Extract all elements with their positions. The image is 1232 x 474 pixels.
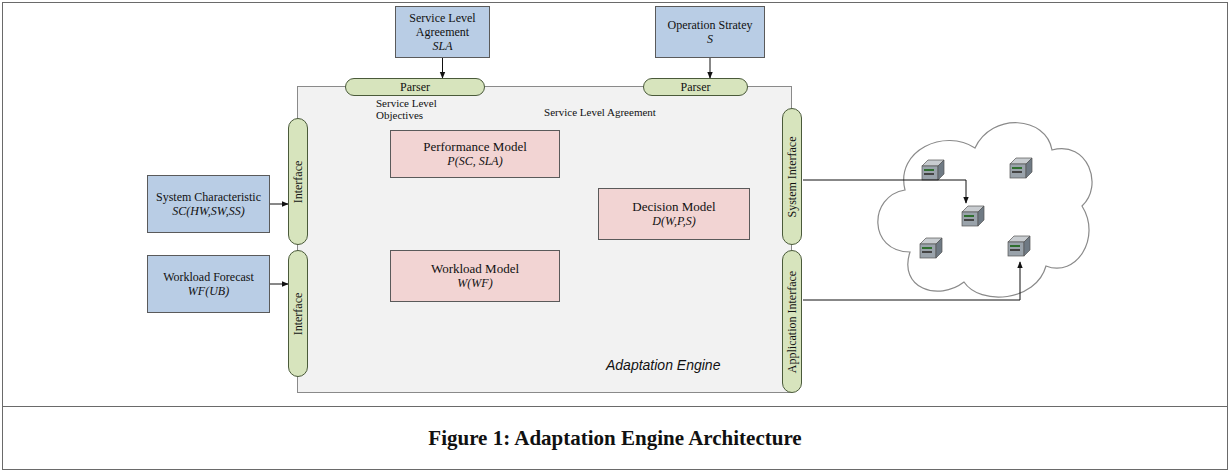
edge-label: Service Level Agreement: [530, 106, 670, 118]
node-text: Workload Model: [431, 262, 519, 276]
engine-container: Adaptation EngineParserParserInterfacePe…: [297, 86, 792, 393]
formula-text: P(SC, SLA): [447, 154, 502, 168]
formula-text: WF(UB): [188, 284, 229, 298]
node-text: Parser: [400, 80, 430, 94]
model-box: Performance ModelP(SC, SLA): [390, 130, 560, 178]
input-box: Workload ForecastWF(UB): [147, 255, 270, 313]
node-text: Workload Forecast: [163, 270, 254, 284]
parser-pill: Parser: [643, 78, 748, 96]
container-title: Adaptation Engine: [606, 357, 720, 373]
node-text: Interface: [291, 292, 306, 335]
node-text: System Characteristic: [156, 190, 261, 204]
connector-arrow: [442, 58, 443, 78]
edge-label: Service Level Objectives: [376, 97, 468, 121]
strategy-box: Operation StrateyS: [655, 6, 765, 58]
interface-pill: Interface: [288, 118, 308, 245]
node-text: Parser: [681, 80, 711, 94]
input-box: System CharacteristicSC(HW,SW,SS): [147, 175, 270, 233]
formula-text: S: [707, 32, 713, 46]
formula-text: W(WF): [457, 276, 492, 290]
sla-box: Service Level AgreementSLA: [395, 6, 490, 58]
formula-text: SC(HW,SW,SS): [172, 204, 244, 218]
model-box: Decision ModelD(W,P,S): [598, 188, 750, 240]
node-text: System Interface: [785, 136, 800, 217]
connector-arrow: [270, 284, 288, 285]
model-box: Workload ModelW(WF): [390, 250, 560, 302]
interface-pill: Interface: [288, 250, 308, 377]
caption-separator: [2, 406, 1228, 407]
node-text: Interface: [291, 160, 306, 203]
connector-arrow: [270, 204, 288, 205]
formula-text: SLA: [432, 39, 452, 53]
parser-pill: Parser: [345, 78, 485, 96]
node-text: Operation Stratey: [668, 18, 753, 32]
formula-text: D(W,P,S): [652, 214, 695, 228]
interface-pill: Application Interface: [782, 250, 802, 393]
node-text: Application Interface: [785, 270, 800, 372]
node-text: Decision Model: [632, 200, 715, 214]
connector-arrow: [710, 58, 711, 78]
node-text: Performance Model: [423, 140, 527, 154]
node-text: Service Level Agreement: [402, 11, 483, 39]
interface-pill: System Interface: [782, 108, 802, 245]
figure-caption: Figure 1: Adaptation Engine Architecture: [2, 407, 1228, 470]
